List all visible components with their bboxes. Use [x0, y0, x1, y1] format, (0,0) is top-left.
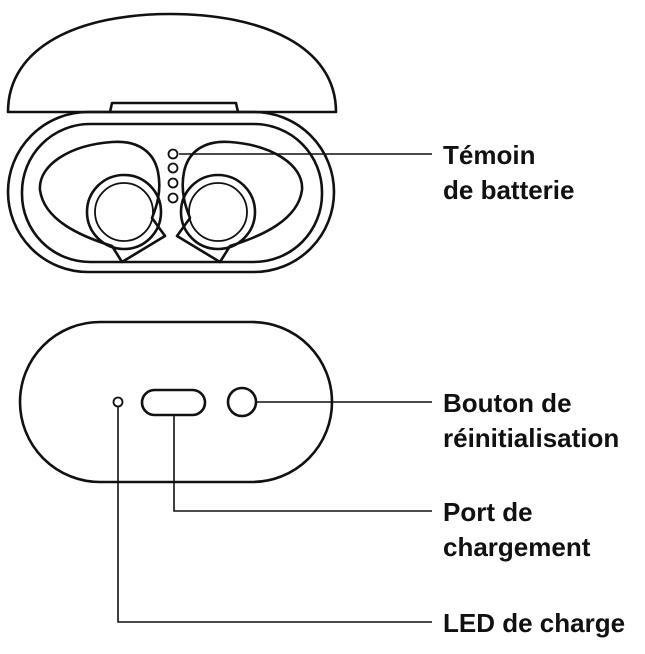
battery-led: [167, 162, 179, 174]
reset-button: [226, 386, 258, 418]
battery-indicator-label-line2: de batterie: [443, 175, 575, 205]
left-earbud-body: [38, 140, 167, 264]
charge-led-leader: [117, 407, 432, 623]
battery-led: [167, 192, 179, 204]
case-bottom-view: [18, 320, 432, 623]
case-body-outer: [6, 110, 336, 274]
charge-led: [112, 396, 124, 408]
charging-port-label-line1: Port de: [443, 497, 533, 527]
right-earbud-tip-inner: [188, 182, 248, 242]
case-tray-inner: [20, 122, 324, 264]
charging-port-leader: [173, 415, 432, 512]
charging-port: [140, 388, 207, 417]
left-earbud-tip-inner: [94, 182, 154, 242]
case-hinge: [108, 101, 240, 114]
battery-indicator-leds: [167, 148, 179, 204]
charge-led-label: LED de charge: [443, 608, 625, 638]
right-earbud-body: [175, 140, 304, 264]
reset-button-label-line1: Bouton de: [443, 388, 572, 418]
battery-led: [167, 148, 179, 160]
charging-port-label-line2: chargement: [443, 532, 591, 562]
right-earbud: [175, 140, 304, 264]
right-earbud-tip-outer: [179, 173, 257, 251]
left-earbud: [38, 140, 167, 264]
left-earbud-tip-outer: [85, 173, 163, 251]
case-top-view: [6, 12, 432, 274]
battery-indicator-label-line1: Témoin: [443, 140, 535, 170]
case-lid: [6, 12, 338, 114]
reset-button-label-line2: réinitialisation: [443, 423, 619, 453]
battery-led: [167, 177, 179, 189]
